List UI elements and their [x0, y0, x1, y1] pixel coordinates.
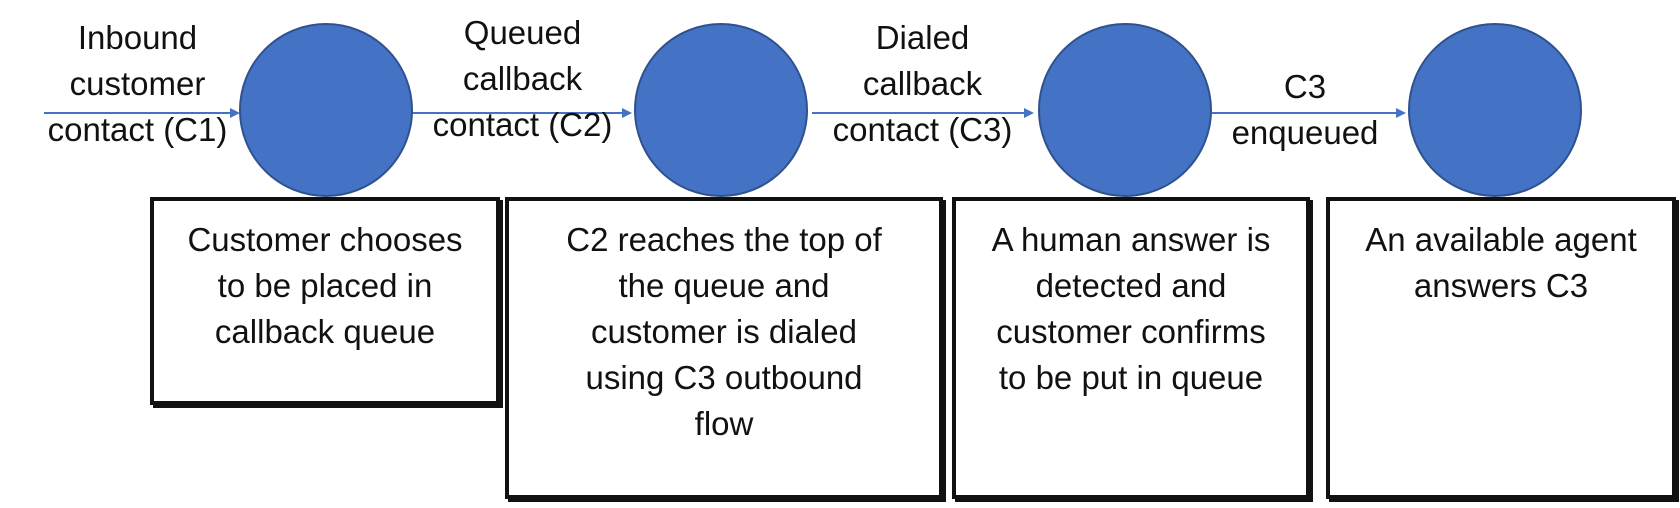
arrow-label-line: C3 — [1283, 68, 1327, 105]
step-text-line: flow — [694, 405, 754, 442]
flow-node-4 — [1408, 23, 1582, 197]
step-text-line: Customer chooses — [187, 221, 463, 258]
arrow-label-line: Inbound — [77, 19, 198, 56]
step-box-customer-chooses: Customer chooses to be placed in callbac… — [150, 197, 500, 405]
arrow-label-queued-callback: Queued callback contact (C2) — [410, 10, 635, 148]
step-text-line: customer confirms — [996, 313, 1266, 350]
arrow-label-c3-enqueued: C3 enqueued — [1210, 64, 1400, 156]
step-text-line: customer is dialed — [591, 313, 857, 350]
arrow-label-line: enqueued — [1231, 114, 1379, 151]
step-text-line: callback queue — [214, 313, 436, 350]
arrow-label-inbound-contact: Inbound customer contact (C1) — [30, 15, 245, 153]
arrow-label-line: Dialed — [875, 19, 970, 56]
step-text-line: answers C3 — [1413, 267, 1589, 304]
flow-node-3 — [1038, 23, 1212, 197]
step-text-line: A human answer is — [991, 221, 1271, 258]
arrow-label-line: contact (C1) — [47, 111, 228, 148]
arrow-label-dialed-callback: Dialed callback contact (C3) — [810, 15, 1035, 153]
arrow-label-line: customer — [69, 65, 206, 102]
step-text-line: C2 reaches the top of — [566, 221, 882, 258]
step-text-line: to be placed in — [217, 267, 433, 304]
arrow-label-line: Queued — [463, 14, 582, 51]
arrow-label-line: callback — [862, 65, 983, 102]
flow-node-1 — [239, 23, 413, 197]
arrow-label-line: callback — [462, 60, 583, 97]
arrow-label-line: contact (C3) — [832, 111, 1013, 148]
step-text-line: using C3 outbound — [585, 359, 863, 396]
step-box-c2-reaches-top: C2 reaches the top of the queue and cust… — [505, 197, 943, 499]
step-text-line: detected and — [1035, 267, 1227, 304]
step-text-line: the queue and — [618, 267, 830, 304]
step-box-agent-answers: An available agent answers C3 — [1326, 197, 1676, 499]
arrow-label-line: contact (C2) — [432, 106, 613, 143]
step-box-human-answer: A human answer is detected and customer … — [952, 197, 1310, 499]
flow-node-2 — [634, 23, 808, 197]
step-text-line: to be put in queue — [998, 359, 1264, 396]
step-text-line: An available agent — [1365, 221, 1637, 258]
